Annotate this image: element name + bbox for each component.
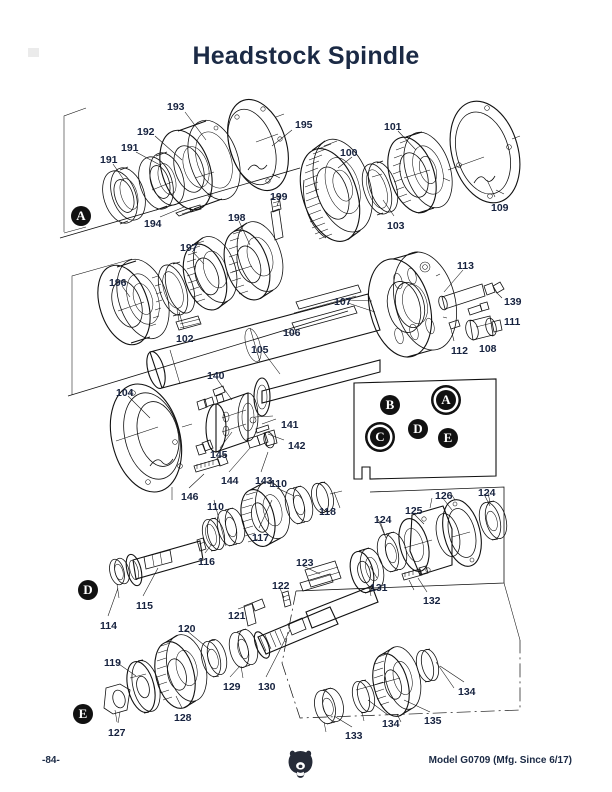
group-spindle-housing-lube xyxy=(100,360,380,500)
callout-193: 193 xyxy=(167,101,185,113)
callout-128: 128 xyxy=(174,712,192,724)
group-main-spindle xyxy=(143,245,504,390)
callout-101: 101 xyxy=(384,121,402,133)
callout-198: 198 xyxy=(228,212,246,224)
model-label: Model G0709 (Mfg. Since 6/17) xyxy=(428,755,572,766)
panel-divider xyxy=(296,487,504,591)
legend-marker-e: E xyxy=(438,428,458,448)
divider-line xyxy=(68,311,348,396)
callout-196: 196 xyxy=(109,277,127,289)
callout-130: 130 xyxy=(258,681,276,693)
callout-124: 124 xyxy=(374,514,392,526)
callout-133: 133 xyxy=(345,730,363,742)
legend-outline xyxy=(354,379,496,479)
callout-107: 107 xyxy=(334,296,352,308)
callout-111: 111 xyxy=(504,316,521,328)
group-lower-gear-shaft xyxy=(104,546,388,722)
section-key-box: B A C D E xyxy=(352,377,498,481)
callout-127: 127 xyxy=(108,727,126,739)
callout-121: 121 xyxy=(228,610,246,622)
callout-140: 140 xyxy=(207,370,225,382)
callout-131: 131 xyxy=(370,582,388,594)
legend-marker-b: B xyxy=(380,395,400,415)
callout-108: 108 xyxy=(479,343,497,355)
callout-122: 122 xyxy=(272,580,290,592)
group-feed-gear-shaft xyxy=(107,478,342,598)
callout-146: 146 xyxy=(181,491,199,503)
grizzly-bear-logo xyxy=(288,750,313,778)
section-marker-e: E xyxy=(73,704,93,724)
callout-132: 132 xyxy=(423,595,441,607)
callout-119: 119 xyxy=(104,657,121,669)
callout-126: 126 xyxy=(435,490,453,502)
callout-194: 194 xyxy=(144,218,162,230)
callout-116: 116 xyxy=(198,556,215,568)
section-marker-d: D xyxy=(78,580,98,600)
callout-104: 104 xyxy=(116,387,134,399)
callout-100: 100 xyxy=(340,147,358,159)
callout-199: 199 xyxy=(270,191,288,203)
callout-118: 118 xyxy=(319,506,336,518)
callout-192: 192 xyxy=(137,126,155,138)
callout-110: 110 xyxy=(207,501,224,513)
callout-129: 129 xyxy=(223,681,241,693)
callout-197: 197 xyxy=(180,242,198,254)
callout-115: 115 xyxy=(136,600,153,612)
callout-134: 134 xyxy=(458,686,476,698)
group-bearing-housing xyxy=(374,492,511,590)
corner-artifact xyxy=(28,48,39,57)
callout-134: 134 xyxy=(382,718,400,730)
page-title: Headstock Spindle xyxy=(192,42,420,70)
callout-110: 110 xyxy=(270,478,287,490)
callout-109: 109 xyxy=(491,202,509,214)
callout-135: 135 xyxy=(424,715,442,727)
group-bull-gear-stack xyxy=(89,196,293,351)
callout-105: 105 xyxy=(251,344,269,356)
callout-144: 144 xyxy=(221,475,239,487)
callout-191: 191 xyxy=(100,154,118,166)
callout-102: 102 xyxy=(176,333,194,345)
callout-112: 112 xyxy=(451,345,468,357)
callout-117: 117 xyxy=(252,532,269,544)
callout-123: 123 xyxy=(296,557,314,569)
callout-113: 113 xyxy=(457,260,474,272)
page-number: -84- xyxy=(42,755,60,766)
callout-120: 120 xyxy=(178,623,196,635)
callout-142: 142 xyxy=(288,440,306,452)
group-spindle-gear-bearing xyxy=(288,93,531,249)
legend-marker-d: D xyxy=(408,419,428,439)
divider-line xyxy=(60,168,300,238)
callout-103: 103 xyxy=(387,220,405,232)
callout-125: 125 xyxy=(405,505,423,517)
group-a-spindle-bearings xyxy=(96,92,299,228)
legend-marker-c: C xyxy=(370,427,390,447)
callout-191: 191 xyxy=(121,142,139,154)
leader-lines xyxy=(108,112,495,727)
callout-195: 195 xyxy=(295,119,313,131)
callout-139: 139 xyxy=(504,296,522,308)
group-lower-right-gear xyxy=(311,643,454,732)
callout-141: 141 xyxy=(281,419,299,431)
callout-143: 143 xyxy=(255,475,273,487)
section-marker-a: A xyxy=(71,206,91,226)
callout-145: 145 xyxy=(210,449,228,461)
callout-106: 106 xyxy=(283,327,301,339)
callout-114: 114 xyxy=(100,620,117,632)
callout-124: 124 xyxy=(478,487,496,499)
legend-marker-a: A xyxy=(436,390,456,410)
